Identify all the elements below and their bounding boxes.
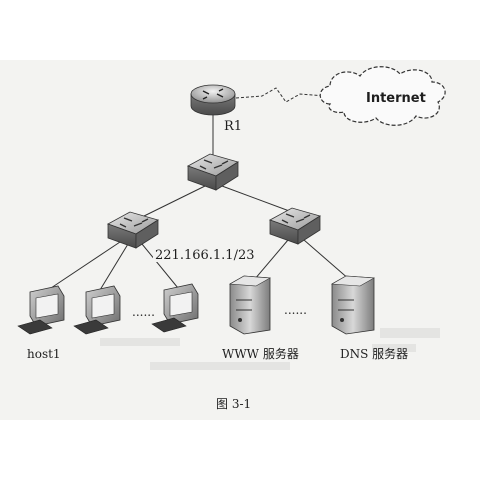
dns-server-icon xyxy=(330,275,376,335)
servers-ellipsis: ...... xyxy=(284,303,307,317)
figure-caption: 图 3-1 xyxy=(216,397,252,411)
internet-cloud xyxy=(319,66,446,126)
scan-ghosting xyxy=(100,328,440,370)
connection-lines xyxy=(47,87,351,291)
host2-computer-icon xyxy=(73,285,121,335)
link-left-host3 xyxy=(141,243,179,289)
left-switch-icon xyxy=(107,211,159,249)
hosts-ellipsis: ...... xyxy=(132,305,155,319)
host3-computer-icon xyxy=(151,283,199,333)
link-core-left xyxy=(139,185,206,219)
subnet-label: 221.166.1.1/23 xyxy=(153,248,257,263)
internet-label: Internet xyxy=(366,91,426,106)
wan-link xyxy=(235,87,327,103)
right-switch-icon xyxy=(269,207,321,245)
www-server-label: WWW 服务器 xyxy=(222,347,299,361)
link-right-www xyxy=(253,239,289,281)
router-label: R1 xyxy=(224,119,243,134)
link-core-right xyxy=(221,185,293,213)
link-right-dns xyxy=(303,239,351,281)
link-left-host1 xyxy=(47,241,121,291)
core-switch-icon xyxy=(187,153,239,191)
dns-server-label: DNS 服务器 xyxy=(340,347,409,361)
link-left-host2 xyxy=(99,243,129,291)
host1-computer-icon xyxy=(17,285,65,335)
router-icon xyxy=(190,84,236,116)
www-server-icon xyxy=(229,275,271,335)
host-label: host1 xyxy=(27,347,61,361)
